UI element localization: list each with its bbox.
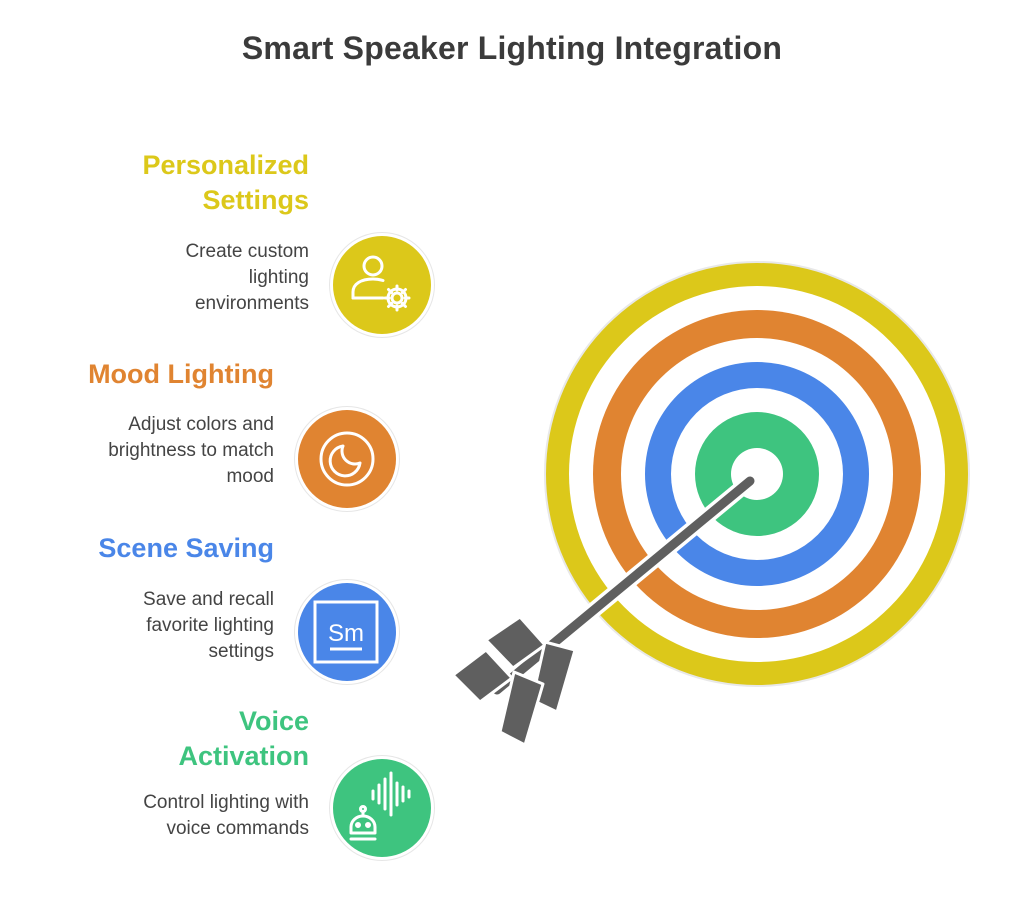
desc-scene-saving: Save and recall favorite lighting settin… bbox=[143, 589, 274, 662]
sm-memory-label: Sm bbox=[328, 620, 364, 647]
sm-memory-icon: Sm bbox=[313, 600, 379, 664]
moon-icon bbox=[319, 431, 375, 487]
page-title: Smart Speaker Lighting Integration bbox=[241, 30, 783, 66]
desc-voice-activation: Control lighting with voice commands bbox=[143, 792, 309, 839]
heading-scene-saving: Scene Saving bbox=[98, 533, 274, 563]
arrow bbox=[451, 473, 758, 747]
heading-mood-lighting: Mood Lighting bbox=[88, 359, 274, 389]
heading-personalized-settings: Personalized Settings bbox=[142, 150, 309, 215]
user-gear-icon bbox=[351, 255, 411, 312]
heading-voice-activation: Voice Activation bbox=[178, 706, 309, 771]
target-rings bbox=[544, 261, 970, 687]
personalized-settings-badge bbox=[333, 236, 431, 334]
arrow-fletch-bottom-2 bbox=[498, 670, 545, 747]
voice-robot-icon bbox=[349, 771, 411, 841]
desc-personalized-settings: Create custom lighting environments bbox=[185, 241, 309, 314]
arrow-shaft bbox=[492, 476, 755, 695]
scene-saving-badge: Sm bbox=[298, 583, 396, 681]
voice-activation-badge bbox=[333, 759, 431, 857]
desc-mood-lighting: Adjust colors and brightness to match mo… bbox=[108, 414, 274, 487]
mood-lighting-badge bbox=[298, 410, 396, 508]
